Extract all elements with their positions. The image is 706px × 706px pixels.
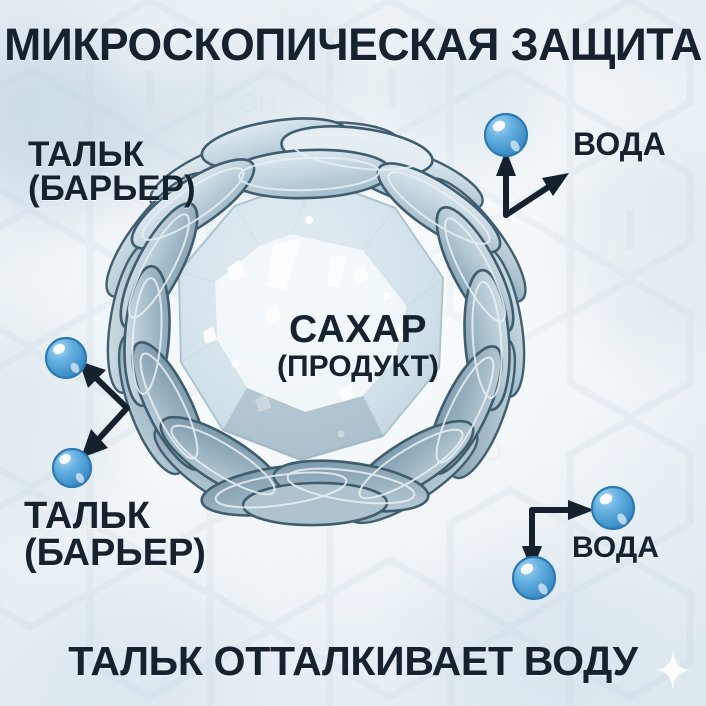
talc-coated-sugar-illustration — [105, 117, 527, 527]
label-talc-bottom-line2: (БАРЬЕР) — [24, 532, 206, 575]
water-droplet — [590, 485, 636, 531]
label-talc-top: ТАЛЬК (БАРЬЕР) — [28, 135, 196, 209]
sugar-crystal — [177, 176, 445, 462]
water-droplet — [511, 555, 557, 601]
label-talc-bottom-line1: ТАЛЬК — [24, 495, 150, 537]
background-blob — [560, 150, 706, 350]
background-blob — [420, 560, 640, 706]
water-droplet — [51, 447, 93, 489]
footer-caption: ТАЛЬК ОТТАЛКИВАЕТ ВОДУ — [68, 638, 638, 684]
label-talc-top-line2: (БАРЬЕР) — [28, 169, 196, 209]
label-talc-bottom: ТАЛЬК (БАРЬЕР) — [24, 495, 206, 575]
label-sugar-line1: САХАР — [288, 308, 428, 351]
label-sugar-line2: (ПРОДУКТ) — [277, 350, 439, 383]
label-water-top: ВОДА — [573, 126, 666, 162]
label-talc-top-line1: ТАЛЬК — [28, 135, 144, 174]
page-title: МИКРОСКОПИЧЕСКАЯ ЗАЩИТА — [4, 19, 702, 70]
talc-flake-rim-lines — [128, 133, 506, 509]
water-droplet — [44, 336, 88, 380]
label-sugar: САХАР (ПРОДУКТ) — [226, 310, 490, 382]
label-water-bottom: ВОДА — [572, 531, 659, 564]
